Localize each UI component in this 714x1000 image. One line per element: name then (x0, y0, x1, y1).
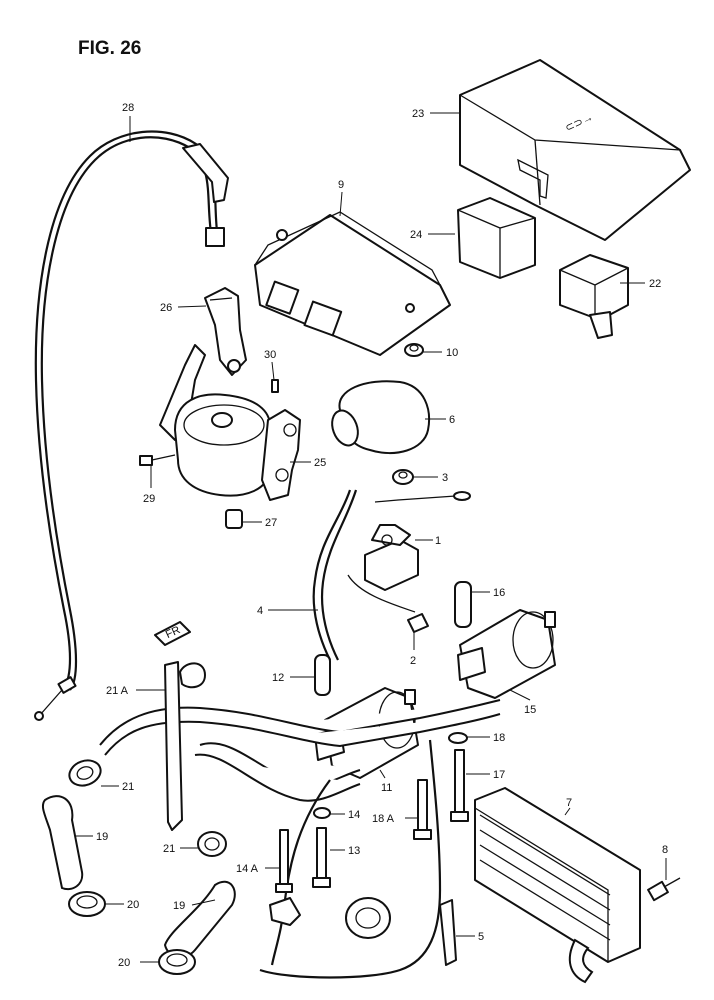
callout-6: 6 (449, 414, 455, 426)
bolt-part-27 (225, 509, 243, 529)
callout-19-upper: 19 (96, 831, 108, 843)
callout-21A: 21 A (106, 685, 129, 697)
starter-relay-part-1 (347, 491, 471, 613)
callout-23: 23 (412, 108, 424, 120)
callout-10: 10 (446, 347, 458, 359)
plug-cap (345, 897, 391, 939)
callout-22: 22 (649, 278, 661, 290)
clamp-part-5 (439, 899, 457, 966)
cap-part-12 (314, 654, 331, 696)
clamp-part-20-lower (158, 949, 196, 975)
front-arrow-icon: FR (154, 621, 191, 646)
screw-part-2 (407, 613, 429, 633)
callout-14A: 14 A (236, 863, 259, 875)
callout-3: 3 (442, 472, 448, 484)
callout-9: 9 (338, 179, 344, 191)
washer-part-14 (313, 807, 331, 819)
callout-20-upper: 20 (127, 899, 139, 911)
bolt-part-18A (413, 779, 432, 840)
tie-strap-part-21A (164, 661, 206, 831)
callout-13: 13 (348, 845, 360, 857)
relay-part-22 (559, 254, 629, 339)
control-unit-part-9 (254, 211, 451, 356)
ignition-coil-part-15 (457, 609, 556, 699)
callout-21-lower: 21 (163, 843, 175, 855)
figure-title: FIG. 26 (78, 38, 141, 59)
callout-18: 18 (493, 732, 505, 744)
callout-24: 24 (410, 229, 422, 241)
relay-part-24 (457, 197, 536, 279)
boot-part-6 (331, 380, 430, 455)
bolt-part-13 (312, 827, 331, 888)
washer-part-18 (448, 732, 468, 744)
clamp-part-26 (204, 287, 247, 376)
callout-8: 8 (662, 844, 668, 856)
callout-26: 26 (160, 302, 172, 314)
harness-tube (99, 699, 501, 802)
callout-28: 28 (122, 102, 134, 114)
callout-21-upper: 21 (122, 781, 134, 793)
bracket-assembly-part-25 (159, 344, 301, 501)
callout-20-lower: 20 (118, 957, 130, 969)
callout-14: 14 (348, 809, 360, 821)
leader-lines (75, 112, 667, 963)
cover-part-23: ⊂⊃→ (459, 59, 691, 241)
nut-part-3 (392, 469, 414, 485)
callout-2: 2 (410, 655, 416, 667)
hose-part-19-upper (41, 795, 84, 891)
bolt-part-8 (647, 877, 681, 902)
plug-cable-lower (259, 739, 442, 979)
callout-18A: 18 A (372, 813, 395, 825)
callout-19-lower: 19 (173, 900, 185, 912)
cap-part-16 (454, 581, 472, 628)
callout-15: 15 (524, 704, 536, 716)
nut-part-10 (404, 343, 424, 357)
callout-7: 7 (566, 797, 572, 809)
callout-5: 5 (478, 931, 484, 943)
callout-29: 29 (143, 493, 155, 505)
callout-17: 17 (493, 769, 505, 781)
screw-part-30 (271, 379, 279, 393)
callout-12: 12 (272, 672, 284, 684)
callout-1: 1 (435, 535, 441, 547)
regulator-part-7 (474, 787, 641, 984)
callout-27: 27 (265, 517, 277, 529)
hose-part-19-lower (163, 880, 236, 959)
callout-16: 16 (493, 587, 505, 599)
cable-part-4 (312, 489, 358, 661)
callout-11: 11 (381, 782, 392, 794)
callout-4: 4 (257, 605, 263, 617)
callout-labels: 28 23 9 24 22 26 10 30 6 25 29 3 27 1 4 … (96, 102, 668, 969)
bolt-part-14A (275, 829, 293, 893)
bolt-part-17 (450, 749, 469, 822)
bolt-part-29 (139, 454, 176, 466)
wire-harness-part-28 (34, 130, 229, 721)
grommet-part-21-upper (68, 759, 102, 787)
clamp-part-20-upper (68, 891, 106, 917)
grommet-part-21-lower (197, 831, 227, 857)
callout-25: 25 (314, 457, 326, 469)
callout-30: 30 (264, 349, 276, 361)
front-marker-label: FR (164, 624, 182, 641)
